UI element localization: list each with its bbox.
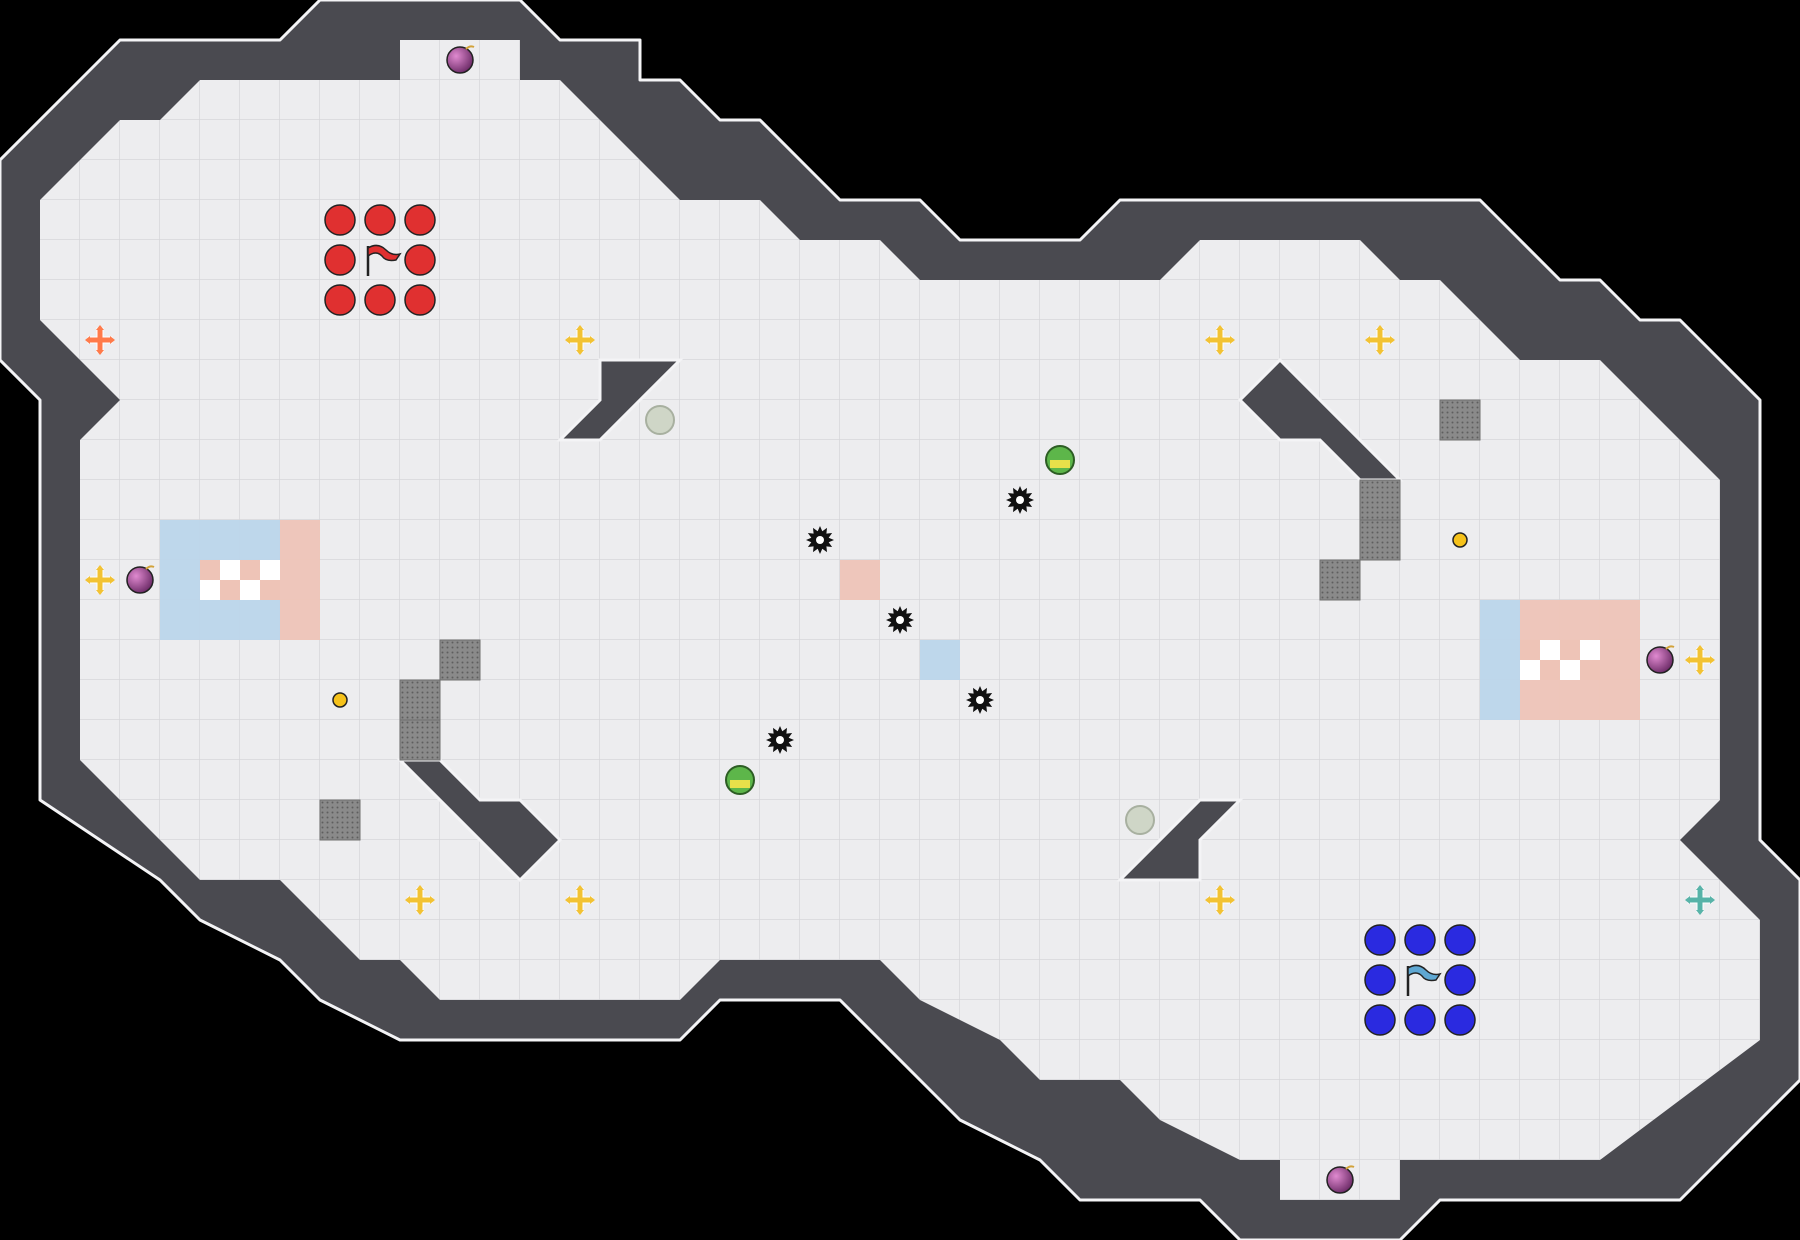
blue-zone-tile (240, 600, 280, 640)
powerup-icon (1125, 805, 1155, 835)
token-icon (1452, 532, 1468, 548)
flag-icon (366, 244, 402, 276)
blue-zone-tile (160, 520, 200, 560)
boost-icon (565, 885, 595, 915)
player-ball (404, 284, 436, 316)
neutral-zone-tile (200, 560, 240, 600)
blue-zone-tile (1480, 680, 1520, 720)
red-zone-tile (1560, 680, 1600, 720)
player-layer (324, 204, 1476, 1036)
neutral-zone-tile (1520, 640, 1560, 680)
bomb-icon (126, 565, 155, 594)
wall-segment (556, 358, 684, 442)
red-zone-tile (1520, 600, 1560, 640)
blue-zone-tile (160, 600, 200, 640)
player-ball (324, 204, 356, 236)
flag-icon (1406, 964, 1442, 996)
wall-segment (1116, 798, 1244, 882)
red-zone-tile (1600, 600, 1640, 640)
player-ball (1404, 924, 1436, 956)
player-ball (1364, 1004, 1396, 1036)
item-layer (85, 45, 1715, 1194)
gate-tile (1359, 519, 1401, 561)
red-zone-tile (280, 600, 320, 640)
boost-icon (1365, 325, 1395, 355)
red-zone-tile (280, 520, 320, 560)
blue-zone-tile (240, 520, 280, 560)
bomb-icon (446, 45, 475, 74)
player-ball (324, 244, 356, 276)
player-ball (364, 204, 396, 236)
boost-icon (565, 325, 595, 355)
spike-icon (886, 606, 914, 634)
gate-tile (399, 679, 441, 721)
spike-icon (766, 726, 794, 754)
gate-tile (439, 639, 481, 681)
red-zone-tile (280, 560, 320, 600)
player-ball (404, 244, 436, 276)
player-ball (1444, 924, 1476, 956)
blue-zone-tile (920, 640, 960, 680)
spike-icon (1006, 486, 1034, 514)
player-ball (1404, 1004, 1436, 1036)
gate-tile (1439, 399, 1481, 441)
player-ball (324, 284, 356, 316)
speed-pad-icon (725, 765, 755, 795)
token-icon (332, 692, 348, 708)
bomb-icon (1326, 1165, 1355, 1194)
powerup-icon (645, 405, 675, 435)
gate-tile (399, 719, 441, 761)
bomb-icon (1646, 645, 1675, 674)
gate-tile (1319, 559, 1361, 601)
player-ball (404, 204, 436, 236)
blue-zone-tile (1480, 640, 1520, 680)
speed-pad-icon (1045, 445, 1075, 475)
neutral-zone-tile (240, 560, 280, 600)
spike-icon (966, 686, 994, 714)
zone-layer (160, 520, 1640, 720)
player-ball (1444, 964, 1476, 996)
blue-zone-tile (200, 520, 240, 560)
boost-icon (1685, 885, 1715, 915)
blue-zone-tile (160, 560, 200, 600)
red-zone-tile (1560, 600, 1600, 640)
boost-icon (405, 885, 435, 915)
boost-icon (85, 325, 115, 355)
boost-icon (1205, 325, 1235, 355)
neutral-zone-tile (1560, 640, 1600, 680)
red-zone-tile (1600, 680, 1640, 720)
boost-icon (85, 565, 115, 595)
boost-icon (1685, 645, 1715, 675)
red-zone-tile (1600, 640, 1640, 680)
player-ball (1364, 964, 1396, 996)
gate-tile (1359, 479, 1401, 521)
player-ball (1364, 924, 1396, 956)
gate-layer (319, 399, 1481, 841)
player-ball (1444, 1004, 1476, 1036)
spike-icon (806, 526, 834, 554)
red-zone-tile (840, 560, 880, 600)
gate-tile (319, 799, 361, 841)
red-zone-tile (1520, 680, 1560, 720)
player-ball (364, 284, 396, 316)
blue-zone-tile (1480, 600, 1520, 640)
blue-zone-tile (200, 600, 240, 640)
boost-icon (1205, 885, 1235, 915)
